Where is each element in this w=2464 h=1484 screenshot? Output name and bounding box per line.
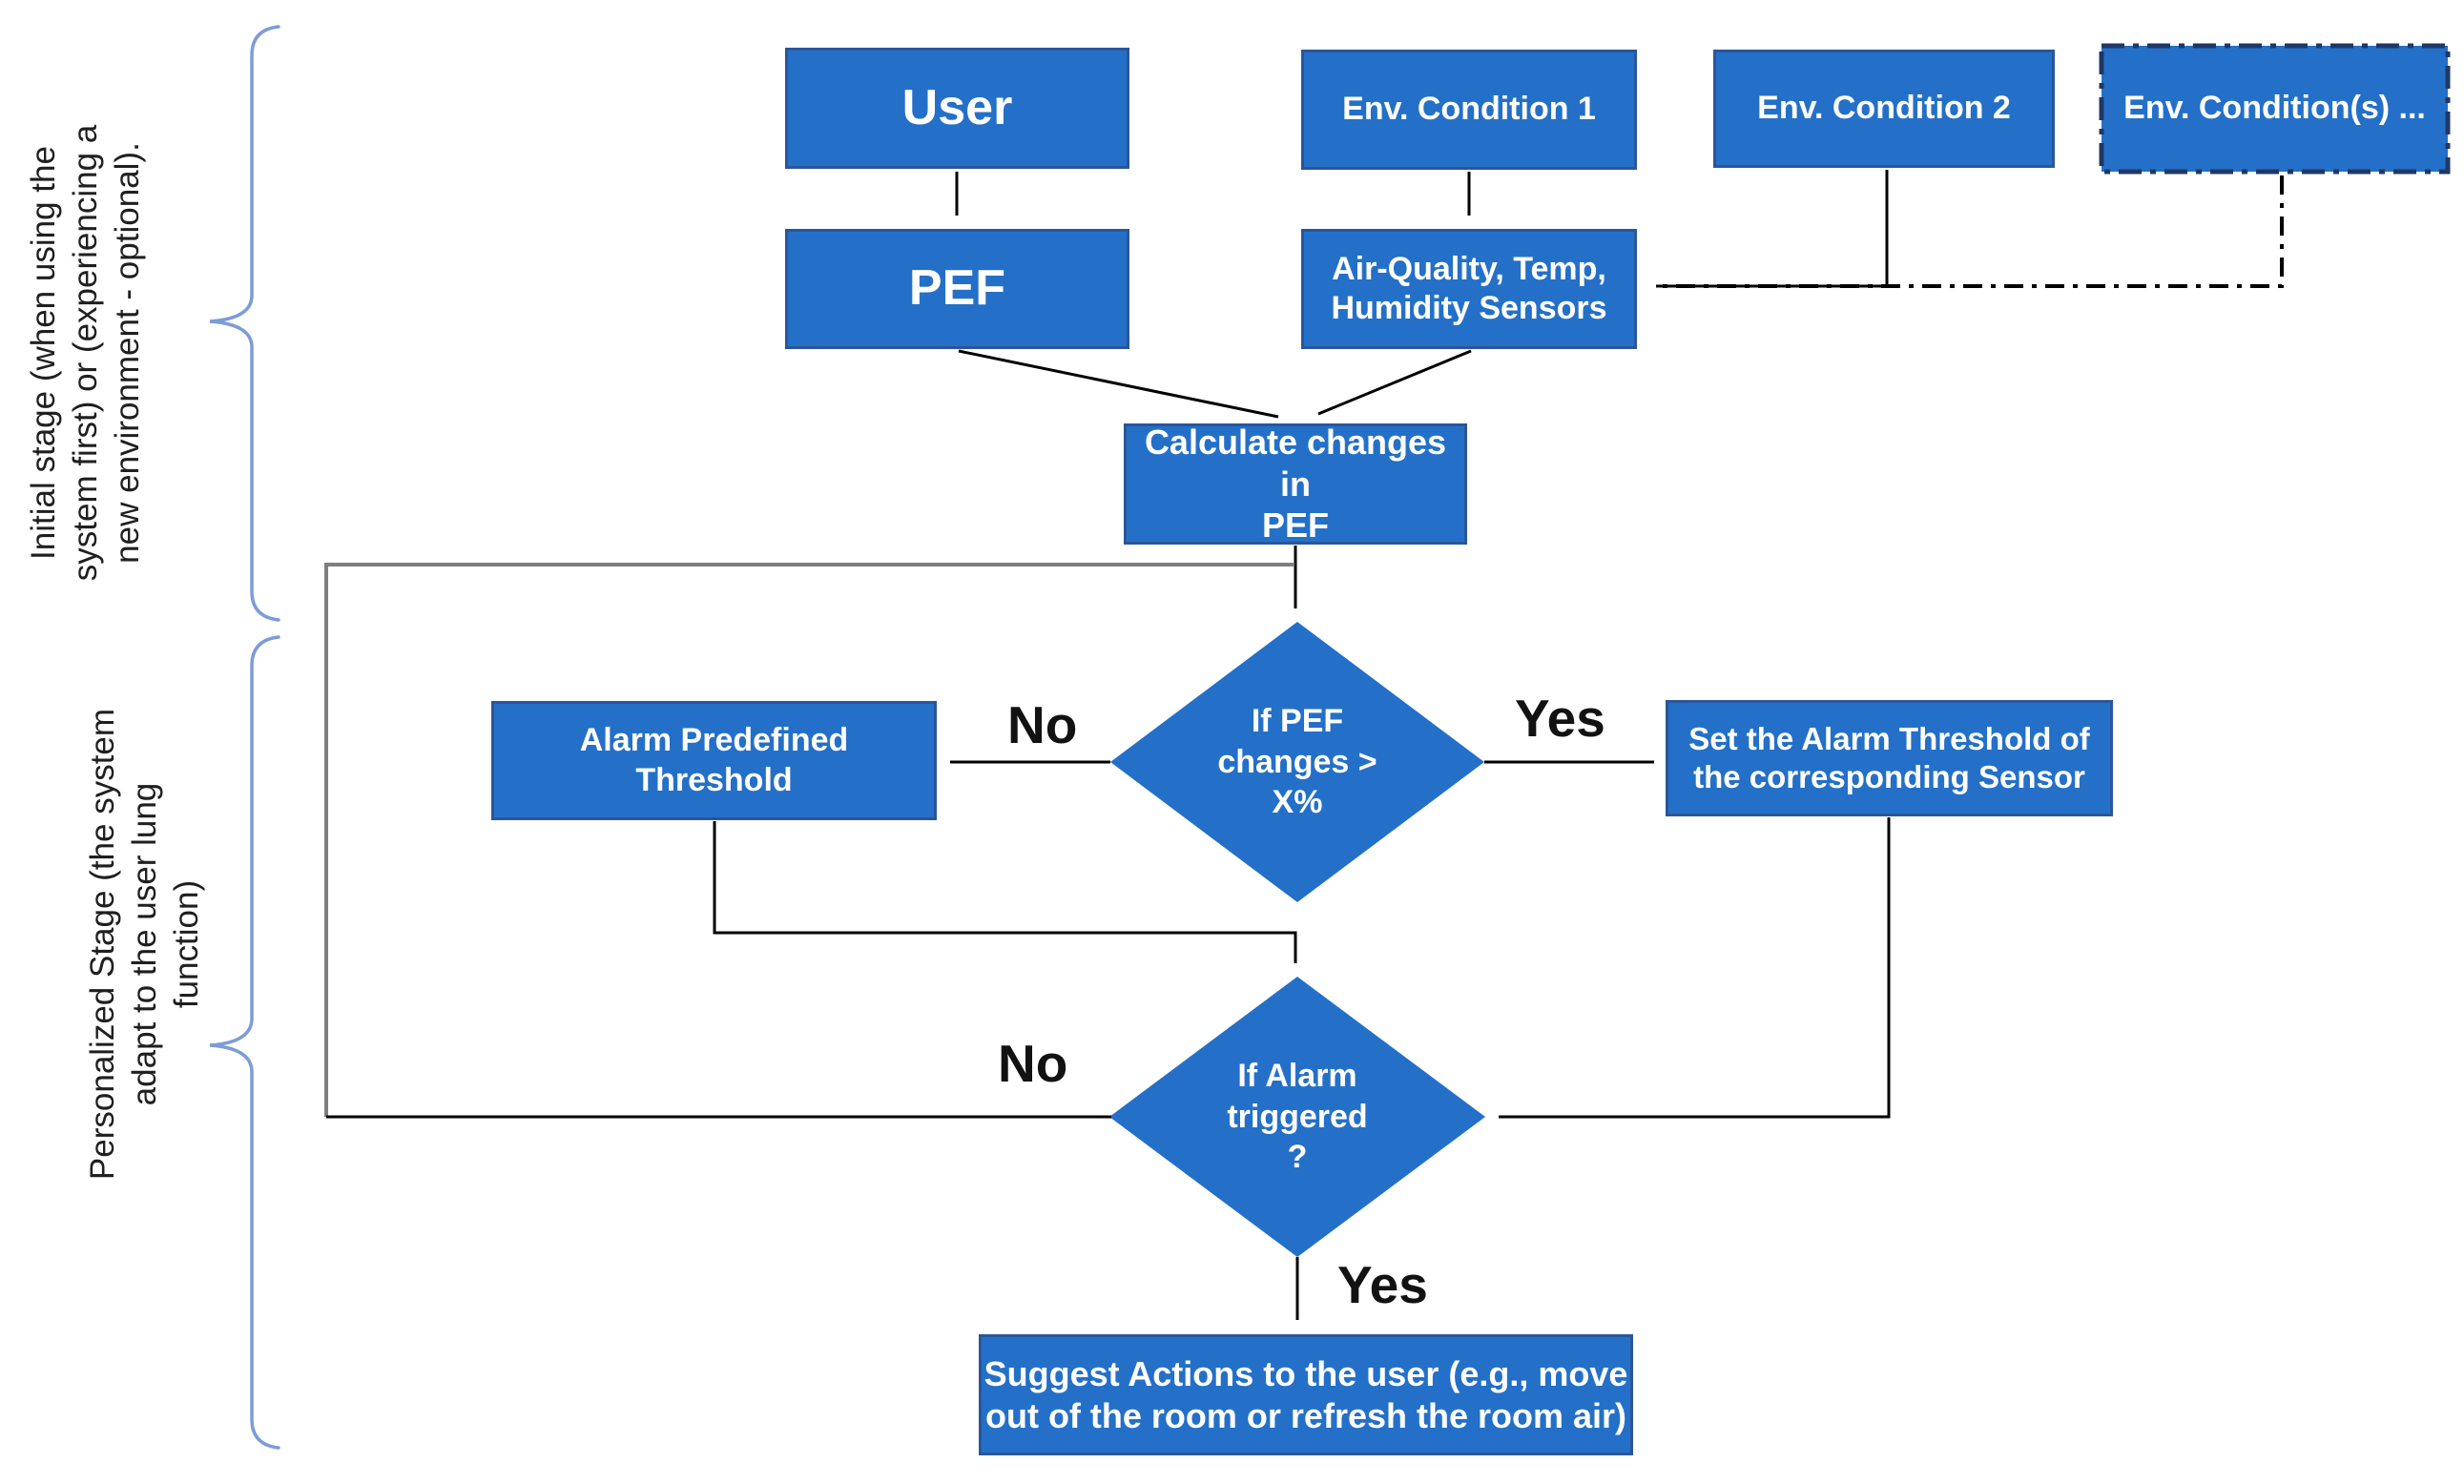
edge-set-to-decision2 xyxy=(1499,817,1891,1119)
flow-node-user: User xyxy=(785,48,1129,169)
brace-personalized-stage xyxy=(209,635,280,1450)
edge-sensors-to-calculate xyxy=(1317,349,1472,416)
flow-decision-pef-change: If PEF changes > X% xyxy=(1110,622,1484,902)
loop-return-line xyxy=(324,563,1294,1117)
flow-node-env-conditions-more: Env. Condition(s) ... xyxy=(2102,46,2448,172)
flow-node-calculate-pef: Calculate changes in PEF xyxy=(1124,423,1467,545)
flow-node-suggest-actions: Suggest Actions to the user (e.g., move … xyxy=(979,1334,1633,1455)
edge-alarm-to-decision2 xyxy=(713,821,1297,963)
edge-env2-to-sensors xyxy=(1656,170,1889,288)
flow-node-env-condition-2: Env. Condition 2 xyxy=(1713,50,2055,168)
edge-label-yes-pef: Yes xyxy=(1515,689,1605,748)
flow-node-env-condition-1: Env. Condition 1 xyxy=(1301,50,1637,170)
brace-initial-stage xyxy=(209,25,280,622)
flow-node-sensors: Air-Quality, Temp, Humidity Sensors xyxy=(1301,229,1637,349)
stage-label-personalized: Personalized Stage (the system adapt to … xyxy=(84,708,205,1181)
flow-node-pef: PEF xyxy=(785,229,1129,349)
edge-label-yes-alarm: Yes xyxy=(1337,1255,1428,1314)
edge-pef-to-calculate xyxy=(958,349,1279,419)
flow-node-set-threshold: Set the Alarm Threshold of the correspon… xyxy=(1666,700,2113,816)
edge-env-more-to-sensors-dashdot xyxy=(1662,175,2284,288)
edge-label-no-pef: No xyxy=(1007,695,1078,754)
stage-label-initial: Initial stage (when using the system fir… xyxy=(25,124,146,582)
flow-decision-alarm-triggered: If Alarm triggered ? xyxy=(1109,977,1485,1257)
flow-node-alarm-predefined: Alarm Predefined Threshold xyxy=(491,701,937,820)
edge-label-no-alarm: No xyxy=(998,1034,1068,1093)
